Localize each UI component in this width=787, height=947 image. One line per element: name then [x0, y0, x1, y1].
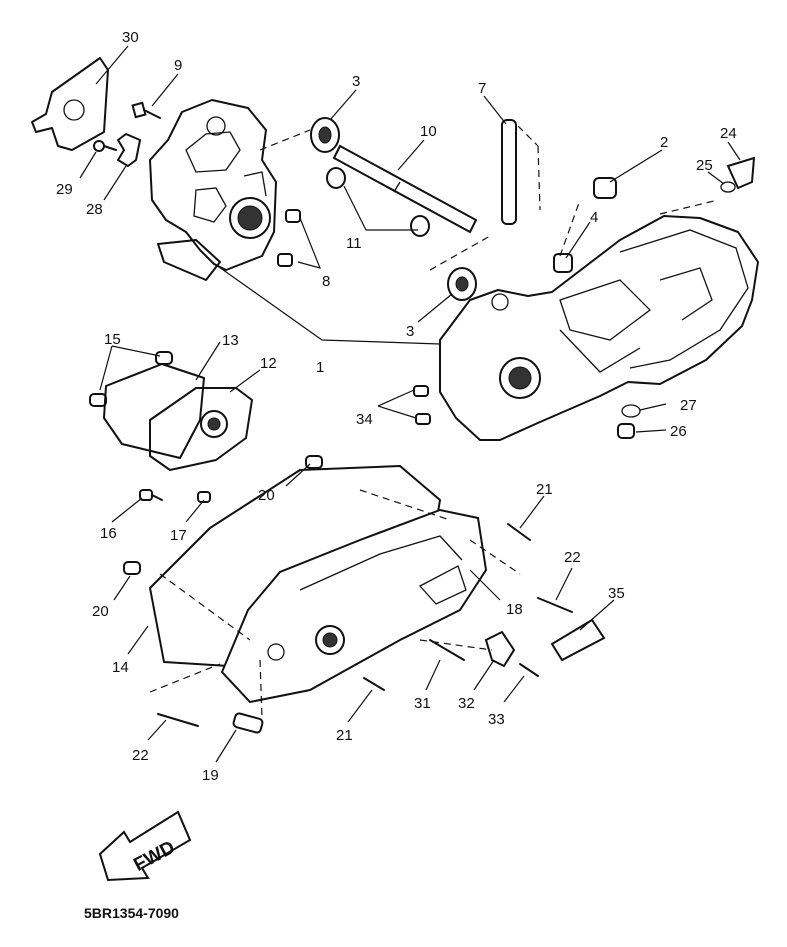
- part-12-pump-cover: [149, 387, 253, 471]
- part-4-bushing: [553, 253, 573, 273]
- part-1-crankcase: [439, 215, 759, 441]
- part-18-cover: [220, 508, 488, 704]
- callout-35: 35: [608, 585, 625, 602]
- part-3-bearing-lower: [447, 267, 477, 301]
- callout-18: 18: [506, 601, 523, 618]
- part-11-seals: [326, 167, 430, 237]
- callout-22-left: 22: [132, 747, 149, 764]
- part-28-clip: [117, 133, 141, 167]
- callout-1: 1: [316, 359, 324, 376]
- callout-16: 16: [100, 525, 117, 542]
- callout-32: 32: [458, 695, 475, 712]
- part-35-label: [550, 618, 606, 662]
- drawing-code: 5BR1354-7090: [84, 905, 179, 921]
- part-7-rod: [501, 119, 541, 225]
- callout-33: 33: [488, 711, 505, 728]
- callout-19: 19: [202, 767, 219, 784]
- callout-30: 30: [122, 29, 139, 46]
- part-17-bolt: [197, 491, 211, 503]
- callout-4: 4: [590, 209, 598, 226]
- part-32-bracket: [484, 630, 516, 668]
- part-31-bolt: [429, 639, 465, 661]
- callout-9: 9: [174, 57, 182, 74]
- callout-29: 29: [56, 181, 73, 198]
- part-19-pin: [232, 712, 264, 734]
- part-34-bolts: [413, 385, 431, 425]
- part-26-plug: [617, 423, 635, 439]
- callout-20-upper: 20: [258, 487, 275, 504]
- callout-14: 14: [112, 659, 129, 676]
- callout-7: 7: [478, 80, 486, 97]
- part-24-cap: [726, 156, 756, 190]
- callout-25: 25: [696, 157, 713, 174]
- callout-15: 15: [104, 331, 121, 348]
- callout-31: 31: [414, 695, 431, 712]
- callout-22-right: 22: [564, 549, 581, 566]
- part-27-washer: [621, 404, 641, 418]
- callout-10: 10: [420, 123, 437, 140]
- crankcase-left-housing: [149, 99, 277, 281]
- callout-21-lower: 21: [336, 727, 353, 744]
- callout-12: 12: [260, 355, 277, 372]
- callout-3-lower: 3: [406, 323, 414, 340]
- part-20-dowels: [123, 455, 323, 575]
- part-29-bolt: [93, 140, 117, 152]
- callout-3-upper: 3: [352, 73, 360, 90]
- part-33-bolt: [519, 663, 539, 677]
- callout-24: 24: [720, 125, 737, 142]
- callout-27: 27: [680, 397, 697, 414]
- part-16-bolt: [139, 489, 163, 501]
- part-13-gasket: [103, 363, 205, 459]
- callout-2: 2: [660, 134, 668, 151]
- part-8-dowel-pins: [277, 209, 301, 267]
- callout-11: 11: [346, 235, 362, 252]
- callout-8: 8: [322, 273, 330, 290]
- callout-17: 17: [170, 527, 187, 544]
- callout-21-upper: 21: [536, 481, 553, 498]
- callout-28: 28: [86, 201, 103, 218]
- callout-numbers: 30 9 3 10 7 24 2 25 29 28 11 4 8 3 15 13…: [56, 29, 737, 784]
- part-9-bolt: [131, 101, 161, 119]
- part-15-pins: [89, 351, 173, 407]
- part-3-bearing-upper: [310, 117, 340, 153]
- callout-34: 34: [356, 411, 373, 428]
- callout-13: 13: [222, 332, 239, 349]
- callout-26: 26: [670, 423, 687, 440]
- fwd-direction-arrow: FWD: [98, 810, 192, 882]
- part-22-bolts: [157, 597, 573, 727]
- callout-20-lower: 20: [92, 603, 109, 620]
- part-21-bolts: [363, 523, 531, 691]
- part-25-oring: [720, 181, 736, 193]
- alignment-lines: [149, 129, 719, 719]
- leader-lines: [79, 45, 741, 763]
- part-30-plate: [31, 57, 109, 151]
- part-10-shaft: [332, 144, 478, 234]
- part-2-bushing: [593, 177, 617, 199]
